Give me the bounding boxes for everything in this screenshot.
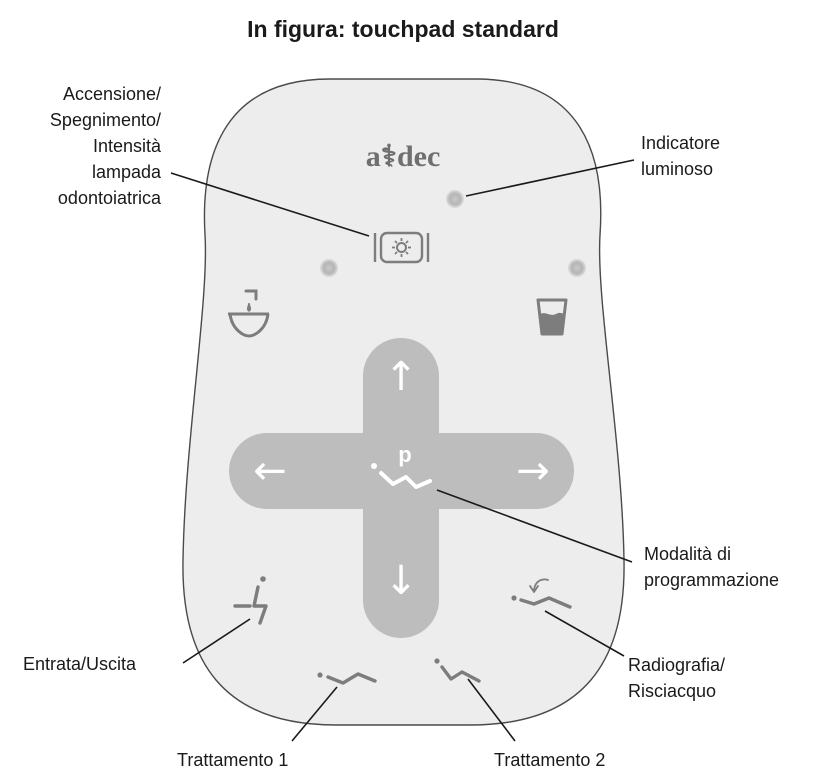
label-entry-exit: Entrata/Uscita bbox=[23, 654, 137, 674]
program-chair-icon[interactable] bbox=[371, 463, 432, 489]
arrow-left-button[interactable]: ← bbox=[253, 448, 287, 494]
label-dental-light: Accensione/ Spegnimento/ Intensità lampa… bbox=[50, 84, 162, 208]
label-program-line2: programmazione bbox=[644, 570, 779, 590]
indicator-light-left bbox=[320, 259, 338, 277]
direction-pad-horizontal bbox=[229, 433, 574, 509]
arrow-up-button[interactable]: ↑ bbox=[384, 354, 418, 400]
indicator-light-right bbox=[568, 259, 586, 277]
treatment-2-chair-icon[interactable] bbox=[434, 658, 481, 683]
program-p-label: p bbox=[398, 442, 411, 467]
leader-line-entry-exit bbox=[182, 618, 251, 664]
label-indicator-line1: Indicatore bbox=[641, 133, 720, 153]
entry-exit-chair-icon[interactable] bbox=[233, 576, 268, 625]
label-program-line1: Modalità di bbox=[644, 544, 731, 564]
arrow-right-button[interactable]: → bbox=[516, 448, 550, 494]
brand-logo: a⚕dec bbox=[366, 140, 441, 173]
label-light-line5: odontoiatrica bbox=[58, 188, 162, 208]
leader-line-treatment2 bbox=[467, 678, 516, 742]
leader-line-xray bbox=[544, 610, 625, 657]
label-treatment2: Trattamento 2 bbox=[494, 750, 605, 770]
label-light-line2: Spegnimento/ bbox=[50, 110, 161, 130]
indicator-light-top bbox=[446, 190, 464, 208]
label-light-line1: Accensione/ bbox=[63, 84, 161, 104]
label-indicator: Indicatore luminoso bbox=[641, 133, 720, 179]
dental-light-icon[interactable] bbox=[373, 231, 430, 264]
label-light-line3: Intensità bbox=[93, 136, 162, 156]
label-light-line4: lampada bbox=[92, 162, 162, 182]
leader-line-treatment1 bbox=[291, 686, 338, 742]
label-xray-rinse: Radiografia/ Risciacquo bbox=[628, 655, 725, 701]
leader-line-indicator bbox=[465, 159, 635, 197]
label-xray-line2: Risciacquo bbox=[628, 681, 716, 701]
treatment-1-chair-icon[interactable] bbox=[317, 672, 377, 685]
label-indicator-line2: luminoso bbox=[641, 159, 713, 179]
label-treatment1: Trattamento 1 bbox=[177, 750, 288, 770]
label-xray-line1: Radiografia/ bbox=[628, 655, 725, 675]
cuspidor-icon[interactable] bbox=[228, 289, 270, 338]
diagram-title: In figura: touchpad standard bbox=[247, 16, 559, 42]
arrow-down-button[interactable]: ↓ bbox=[384, 558, 418, 604]
cup-fill-icon[interactable] bbox=[536, 298, 568, 336]
xray-rinse-chair-icon[interactable] bbox=[511, 578, 572, 609]
label-program: Modalità di programmazione bbox=[644, 544, 779, 590]
leader-line-light bbox=[170, 172, 370, 237]
direction-pad bbox=[229, 338, 574, 638]
leader-line-program bbox=[436, 489, 633, 563]
